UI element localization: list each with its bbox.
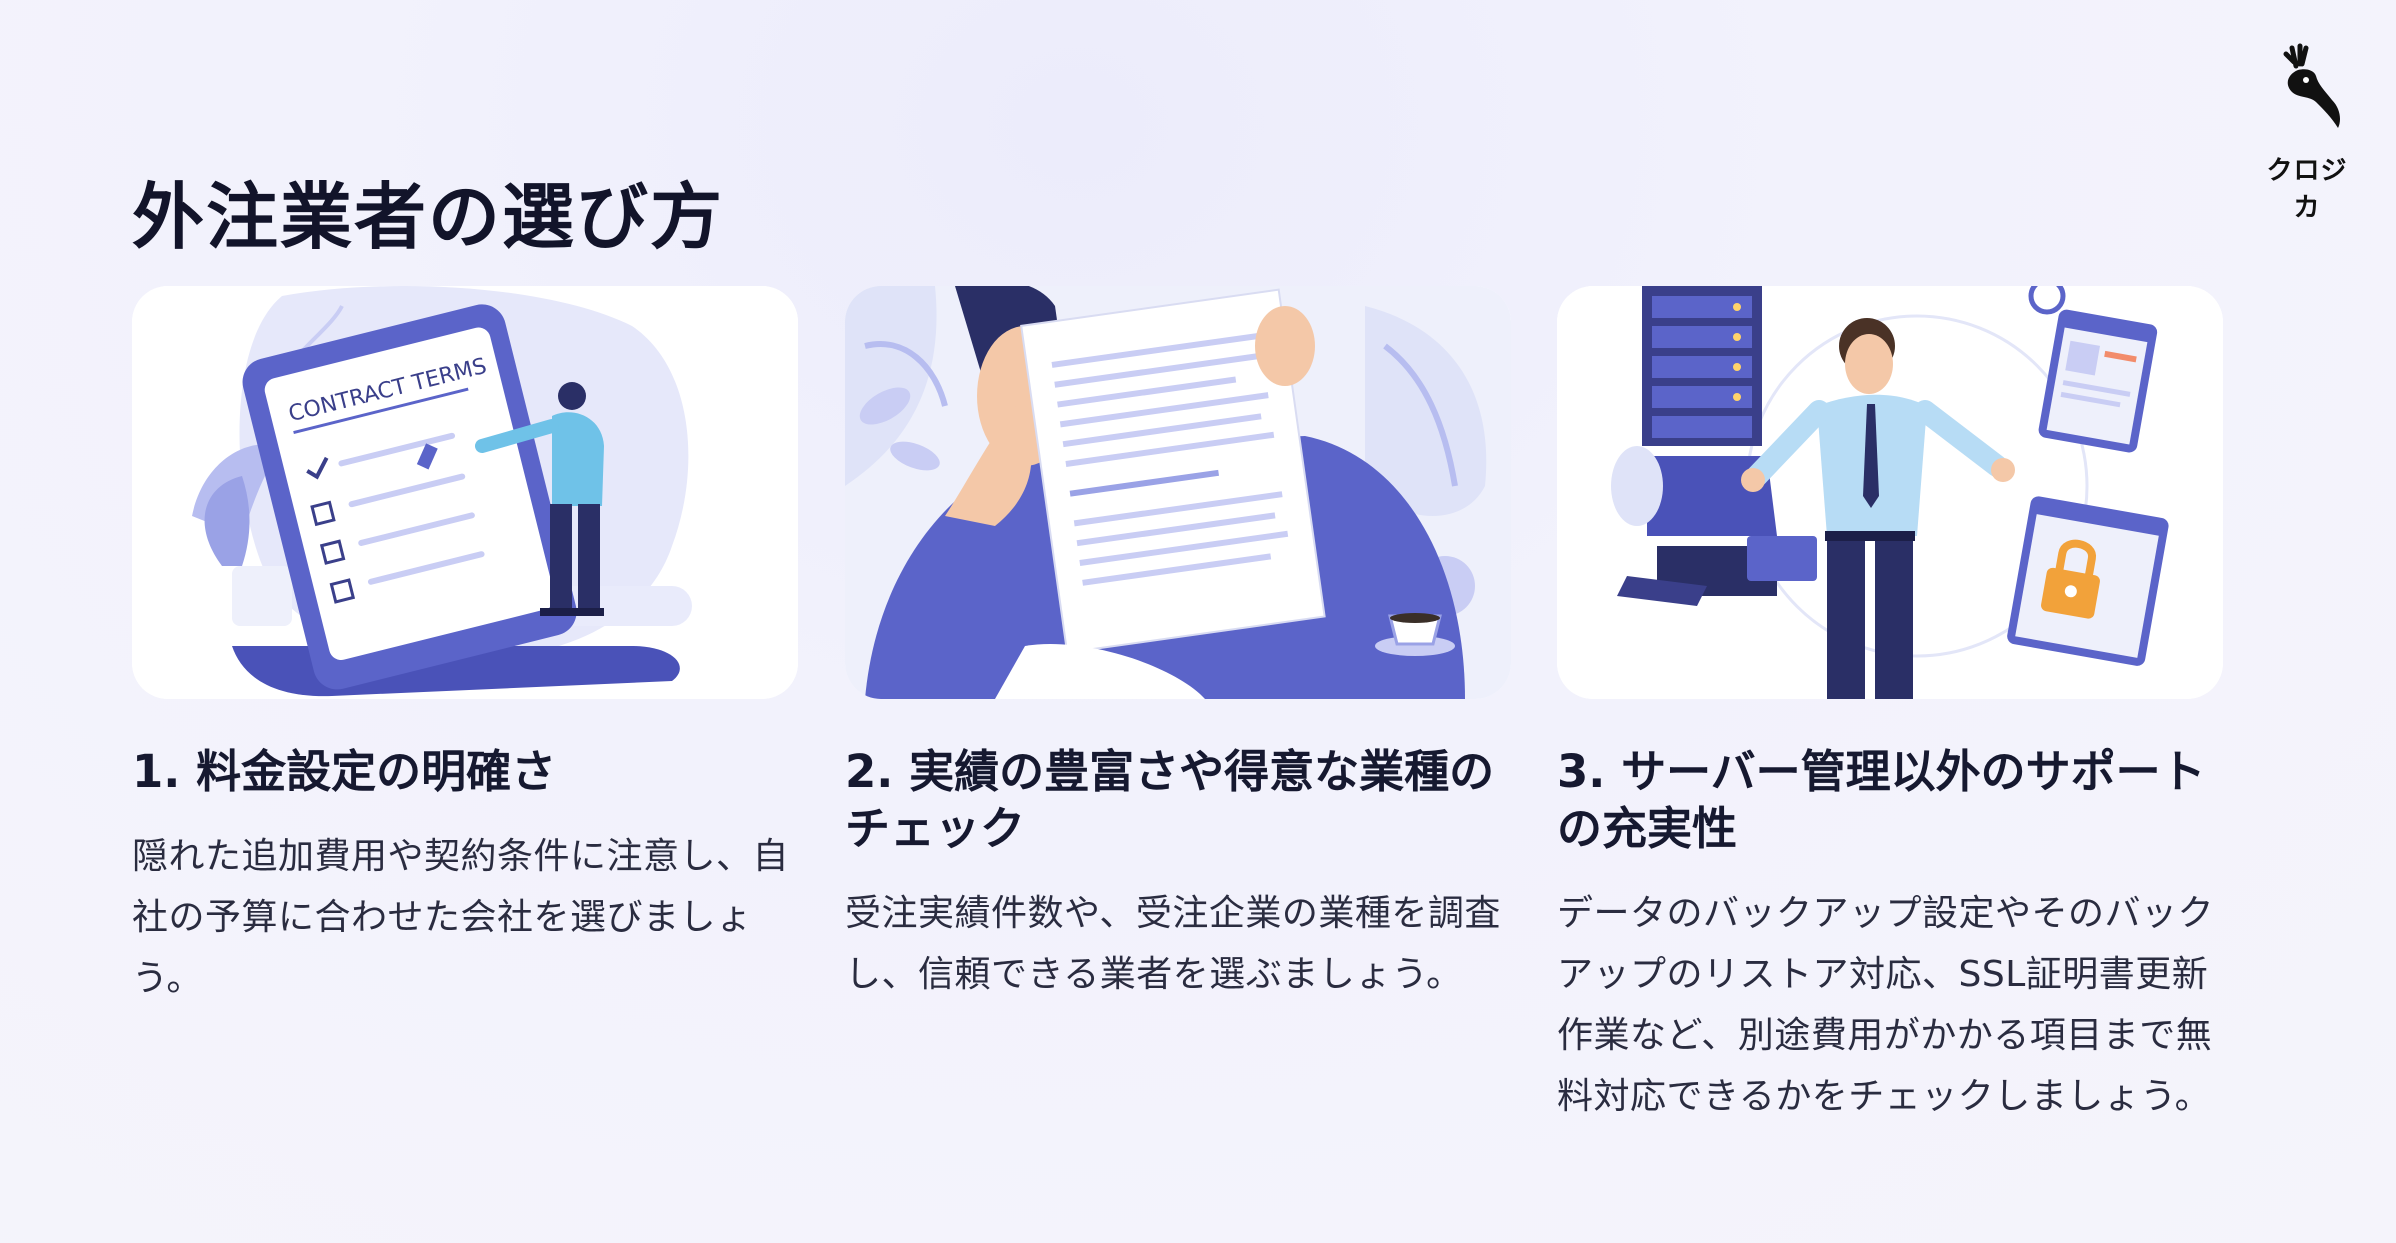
card-track-record: 2. 実績の豊富さや得意な業種のチェック 受注実績件数や、受注企業の業種を調査し… xyxy=(845,286,1511,1005)
card-body: データのバックアップ設定やそのバックアップのリストア対応、SSL証明書更新作業な… xyxy=(1557,893,2215,1117)
page-title: 外注業者の選び方 xyxy=(132,175,725,259)
card-body: 隠れた追加費用や契約条件に注意し、自社の予算に合わせた会社を選びましょう。 xyxy=(132,836,790,999)
card-body: 受注実績件数や、受注企業の業種を調査し、信頼できる業者を選ぶましょう。 xyxy=(845,893,1501,995)
server-support-illustration xyxy=(1557,286,2223,699)
deer-head-icon xyxy=(2283,43,2340,128)
logo: クロジカ xyxy=(2262,40,2352,223)
card-pricing-clarity: CONTRACT TERMS 1. 料金設定の明確さ 隠れた追加費用や契約条件に… xyxy=(132,286,798,1009)
logo-text: クロジカ xyxy=(2266,156,2348,223)
contract-terms-illustration: CONTRACT TERMS xyxy=(132,286,798,699)
card-heading: 1. 料金設定の明確さ xyxy=(132,745,557,798)
reviewing-document-illustration xyxy=(845,286,1511,699)
card-heading: 2. 実績の豊富さや得意な業種のチェック xyxy=(845,745,1495,855)
card-heading: 3. サーバー管理以外のサポートの充実性 xyxy=(1557,745,2206,855)
card-support-coverage: 3. サーバー管理以外のサポートの充実性 データのバックアップ設定やそのバックア… xyxy=(1557,286,2223,1127)
